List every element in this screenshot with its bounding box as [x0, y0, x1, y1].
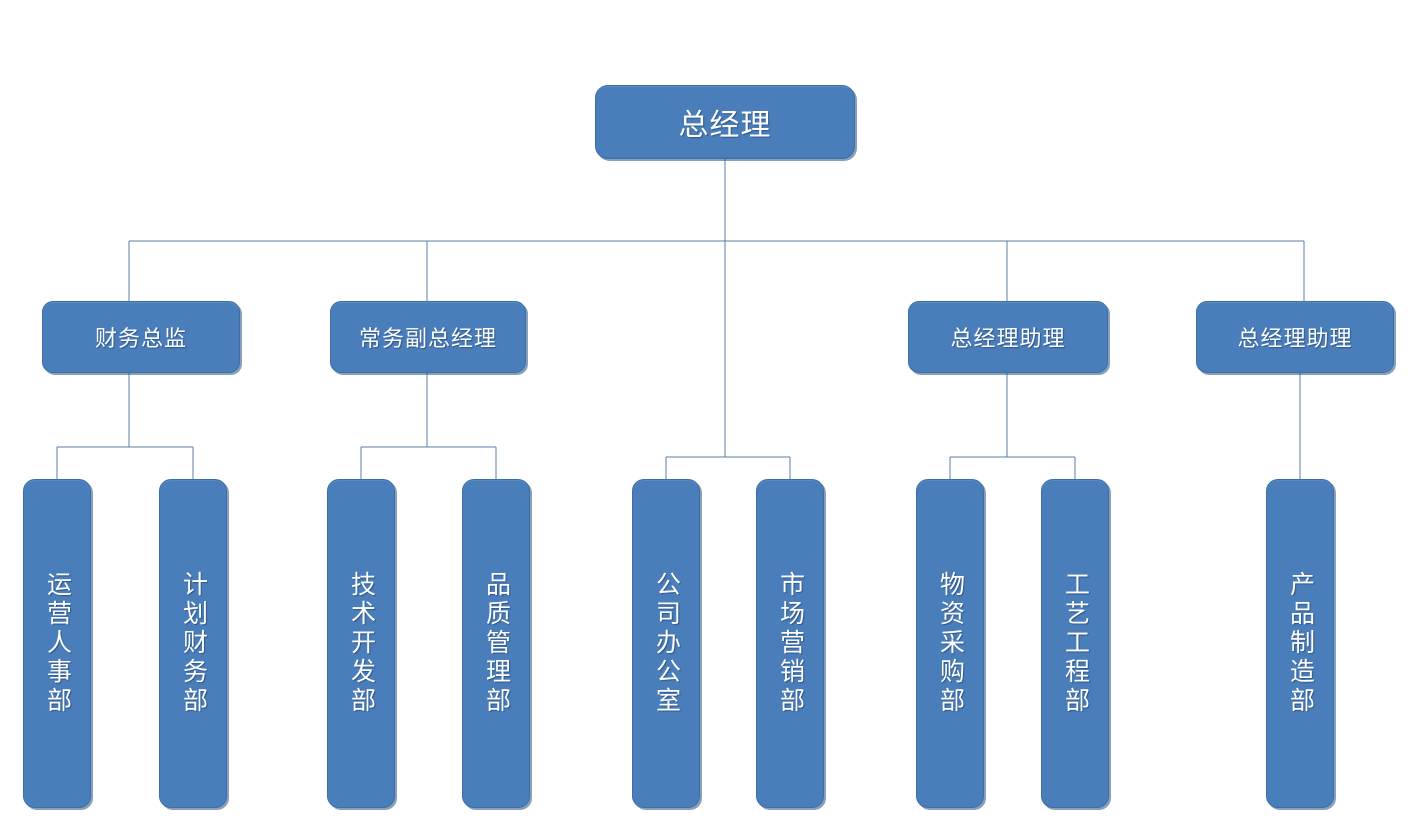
node-label: 物资采购部 — [936, 571, 964, 716]
node-dept-planning-finance[interactable]: 计划财务部 — [159, 479, 227, 808]
node-label: 运营人事部 — [43, 571, 71, 716]
node-label: 总经理助理 — [1237, 326, 1353, 351]
node-executive-deputy-gm[interactable]: 常务副总经理 — [330, 301, 526, 373]
node-dept-quality-management[interactable]: 品质管理部 — [462, 479, 530, 808]
node-dept-product-manufacturing[interactable]: 产品制造部 — [1266, 479, 1334, 808]
node-label: 品质管理部 — [482, 571, 510, 716]
node-dept-materials-procurement[interactable]: 物资采购部 — [916, 479, 984, 808]
node-dept-company-office[interactable]: 公司办公室 — [632, 479, 700, 808]
node-label: 市场营销部 — [776, 571, 804, 716]
node-dept-process-engineering[interactable]: 工艺工程部 — [1041, 479, 1109, 808]
node-label: 产品制造部 — [1286, 571, 1314, 716]
node-label: 计划财务部 — [179, 571, 207, 716]
node-gm-assistant-1[interactable]: 总经理助理 — [908, 301, 1108, 373]
node-label: 工艺工程部 — [1061, 571, 1089, 716]
node-label: 财务总监 — [94, 326, 187, 351]
node-dept-operations-hr[interactable]: 运营人事部 — [23, 479, 91, 808]
node-general-manager[interactable]: 总经理 — [595, 85, 855, 159]
node-dept-technology-development[interactable]: 技术开发部 — [327, 479, 395, 808]
node-dept-marketing[interactable]: 市场营销部 — [756, 479, 824, 808]
node-label: 常务副总经理 — [358, 326, 497, 351]
node-finance-director[interactable]: 财务总监 — [42, 301, 240, 373]
node-gm-assistant-2[interactable]: 总经理助理 — [1196, 301, 1394, 373]
node-label: 技术开发部 — [347, 571, 375, 716]
node-label: 总经理 — [678, 109, 772, 142]
node-label: 总经理助理 — [950, 326, 1066, 351]
node-label: 公司办公室 — [652, 571, 680, 716]
